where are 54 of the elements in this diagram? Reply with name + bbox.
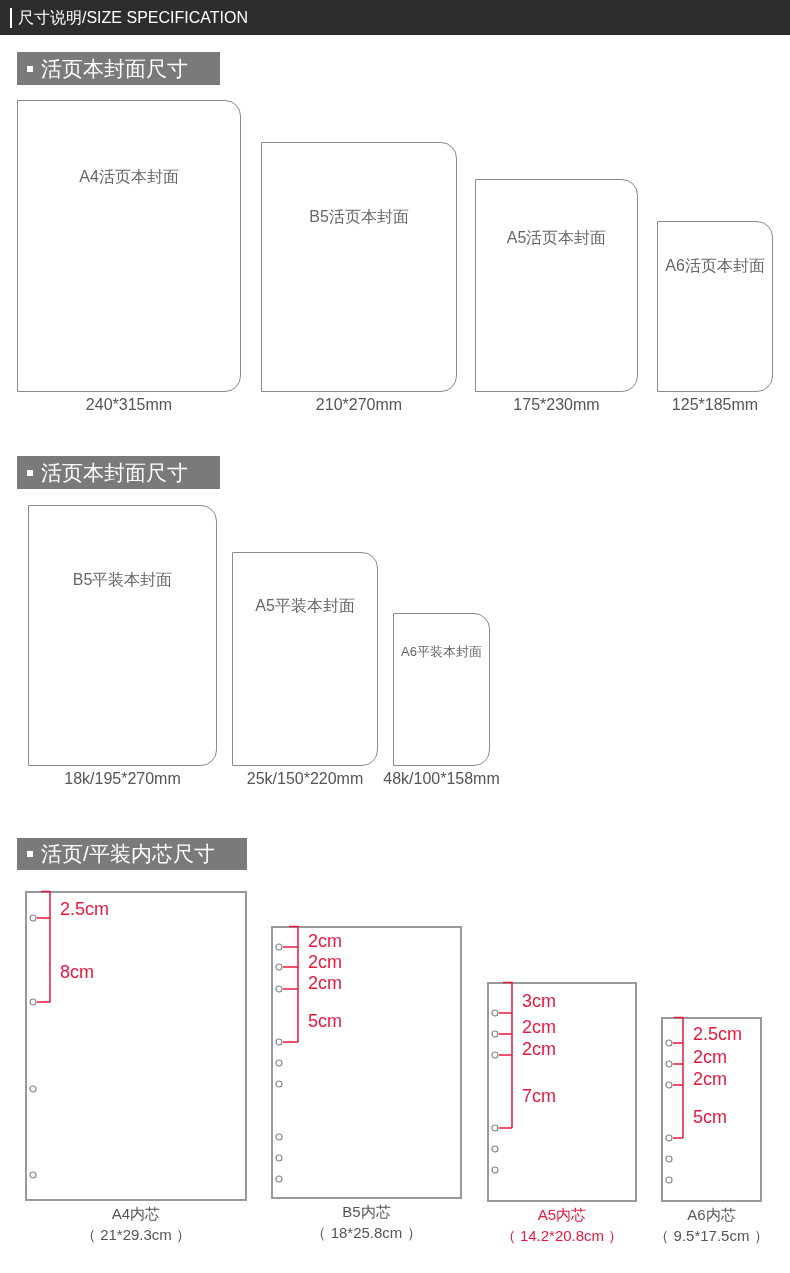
size-label: 25k/150*220mm [245,769,365,789]
page-outline [661,1017,762,1202]
size-label: 240*315mm [84,395,174,415]
dimension-label: 2cm [308,972,342,994]
cover-label: A6平装本封面 [400,643,483,661]
page-outline [25,891,247,1201]
cover-outline [232,552,378,766]
cover-label: B5平装本封面 [71,570,174,590]
page-outline [271,926,462,1199]
cover-outline [261,142,457,392]
cover-outline [657,221,773,392]
size-label: A5内芯 [536,1205,588,1225]
dimension-label: 7cm [522,1085,556,1107]
section-title: 活页本封面尺寸 [41,460,188,485]
cover-label: B5活页本封面 [308,207,410,227]
dimension-label: 2cm [693,1068,727,1090]
section-title: 活页本封面尺寸 [41,56,188,81]
cover-outline [393,613,490,766]
page-outline [487,982,637,1202]
dimension-label: 3cm [522,990,556,1012]
dimension-label: 2cm [522,1016,556,1038]
size-label: 210*270mm [314,395,404,415]
size-label: （ 21*29.3cm ） [79,1225,192,1245]
cover-label: A4活页本封面 [78,167,180,187]
dimension-label: 2.5cm [60,898,110,920]
size-label: A6内芯 [686,1205,737,1225]
cover-label: A6活页本封面 [664,256,766,276]
dimension-label: 2cm [308,930,342,952]
page-title: 尺寸说明/SIZE SPECIFICATION [10,8,248,28]
size-label: （ 9.5*17.5cm ） [653,1226,770,1246]
dimension-label: 2cm [693,1046,727,1068]
dimension-label: 5cm [308,1010,342,1032]
cover-label: A5平装本封面 [254,596,356,616]
size-label: 18k/195*270mm [63,769,182,789]
dimension-label: 2cm [308,951,342,973]
dimension-label: 5cm [693,1106,727,1128]
size-label: 125*185mm [670,395,760,415]
size-label: 175*230mm [512,395,601,415]
cover-outline [17,100,241,392]
size-label: （ 14.2*20.8cm ） [499,1226,625,1246]
cover-label: A5活页本封面 [505,228,608,248]
size-label: （ 18*25.8cm ） [310,1223,423,1243]
section-header [17,456,220,489]
section-header [17,52,220,85]
size-label: 48k/100*158mm [382,769,501,789]
cover-outline [28,505,217,766]
section-title: 活页/平装内芯尺寸 [41,842,215,866]
section-header [17,838,247,870]
cover-outline [475,179,638,392]
dimension-label: 8cm [60,961,94,983]
dimension-label: 2cm [522,1038,556,1060]
size-label: B5内芯 [341,1202,392,1222]
size-label: A4内芯 [110,1204,162,1224]
dimension-label: 2.5cm [693,1023,743,1045]
